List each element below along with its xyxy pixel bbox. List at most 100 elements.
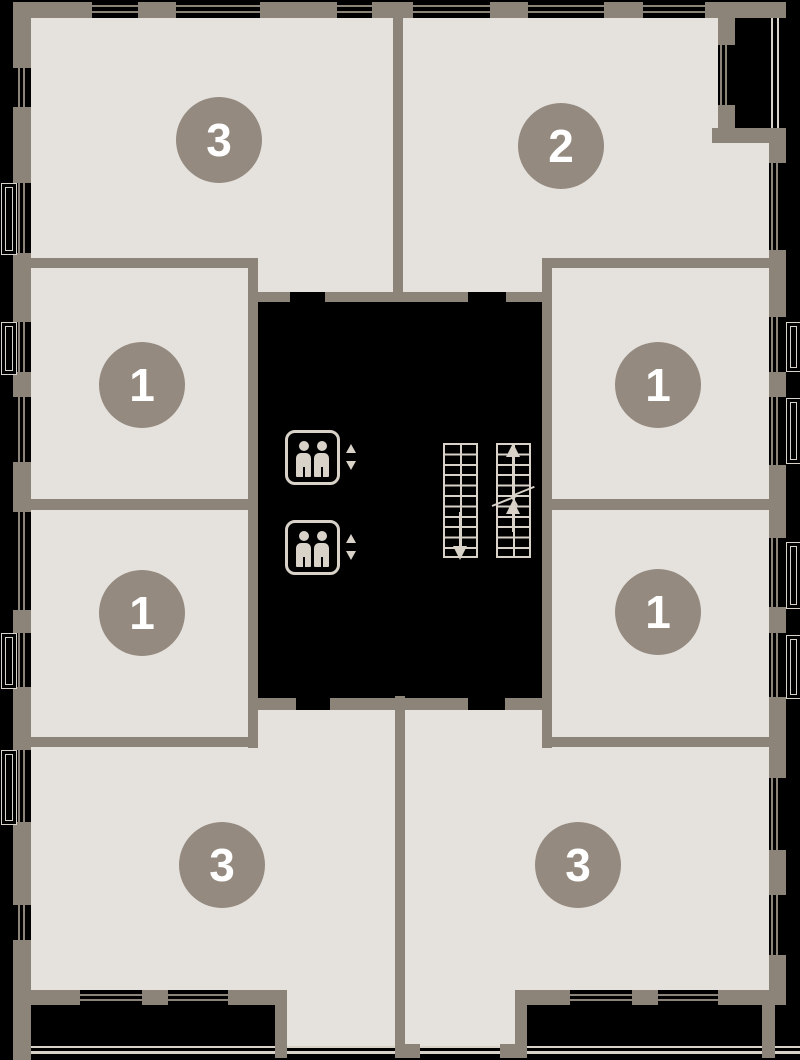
wall-segment — [13, 2, 92, 18]
window-segment — [13, 322, 31, 372]
elevator-icon — [285, 430, 340, 485]
window-segment — [13, 397, 31, 462]
wall-segment — [762, 1005, 775, 1058]
person-icon — [296, 441, 311, 477]
wall-segment — [325, 292, 468, 302]
elevator-up-arrow-icon — [346, 534, 356, 543]
wall-segment — [393, 2, 403, 302]
wall-segment — [769, 143, 786, 163]
balcony — [1, 750, 17, 825]
wall-segment — [515, 990, 570, 1005]
window-segment — [13, 905, 31, 940]
window-segment — [13, 68, 31, 107]
wall-segment — [505, 698, 542, 710]
wall-segment — [718, 105, 735, 128]
window-segment — [528, 2, 604, 18]
terrace-edge-line — [420, 1046, 500, 1054]
window-segment — [643, 2, 705, 18]
wall-segment — [712, 128, 786, 143]
wall-segment — [490, 2, 528, 18]
window-segment — [769, 895, 786, 955]
wall-segment — [13, 822, 31, 905]
person-icon — [314, 531, 329, 567]
wall-segment — [769, 607, 786, 633]
wall-segment — [13, 499, 258, 510]
wall-segment — [769, 850, 786, 895]
wall-segment — [542, 258, 786, 268]
wall-segment — [705, 2, 786, 18]
wall-segment — [13, 610, 31, 633]
window-segment — [176, 2, 260, 18]
core-area — [258, 292, 542, 710]
wall-segment — [542, 737, 786, 747]
wall-segment — [13, 990, 80, 1005]
wall-segment — [13, 687, 31, 750]
window-segment — [658, 990, 718, 1005]
window-segment — [769, 633, 786, 697]
person-icon — [314, 441, 329, 477]
terrace-edge-line — [287, 1046, 395, 1054]
terrace-edge-line — [775, 1046, 800, 1054]
stairs-down-arrow-icon — [459, 512, 461, 548]
window-segment — [337, 2, 372, 18]
wall-segment — [769, 955, 786, 1005]
unit-badge-top-left[interactable]: 3 — [176, 97, 262, 183]
railing-line — [771, 18, 779, 128]
elevator-up-arrow-icon — [346, 444, 356, 453]
wall-segment — [13, 2, 31, 68]
window-segment — [413, 2, 490, 18]
window-segment — [13, 512, 31, 610]
window-segment — [168, 990, 228, 1005]
stairs-up-arrow-icon — [512, 455, 514, 497]
wall-segment — [260, 2, 337, 18]
window-segment — [80, 990, 142, 1005]
wall-segment — [604, 2, 643, 18]
wall-segment — [228, 990, 287, 1005]
stairs-up-arrow-icon — [512, 512, 514, 532]
window-segment — [769, 397, 786, 465]
unit-badge-mid-right-upper[interactable]: 1 — [615, 342, 701, 428]
window-segment — [769, 778, 786, 850]
wall-segment — [13, 258, 258, 268]
wall-segment — [142, 990, 168, 1005]
terrace-edge-line — [31, 1046, 275, 1054]
wall-segment — [13, 737, 258, 747]
wall-segment — [13, 253, 31, 322]
unit-badge-bottom-right[interactable]: 3 — [535, 822, 621, 908]
unit-badge-bottom-left[interactable]: 3 — [179, 822, 265, 908]
unit-badge-mid-left-lower[interactable]: 1 — [99, 570, 185, 656]
stairs-up-arrow-icon — [506, 443, 520, 457]
window-segment — [13, 633, 31, 687]
balcony — [786, 398, 800, 464]
wall-segment — [718, 18, 735, 45]
elevator-icon — [285, 520, 340, 575]
window-segment — [718, 45, 735, 105]
terrace-edge-line — [527, 1046, 762, 1054]
unit-badge-mid-right-lower[interactable]: 1 — [615, 569, 701, 655]
wall-segment — [718, 990, 772, 1005]
wall-segment — [632, 990, 658, 1005]
wall-segment — [542, 499, 786, 510]
elevator-down-arrow-icon — [346, 461, 356, 470]
wall-segment — [769, 372, 786, 397]
wall-segment — [515, 990, 527, 1058]
wall-segment — [258, 292, 290, 302]
balcony — [1, 633, 17, 689]
window-segment — [92, 2, 138, 18]
wall-segment — [395, 696, 405, 1058]
wall-segment — [275, 990, 287, 1058]
window-segment — [769, 163, 786, 250]
window-segment — [570, 990, 632, 1005]
window-segment — [13, 750, 31, 822]
wall-segment — [500, 1044, 527, 1058]
unit-badge-mid-left-upper[interactable]: 1 — [99, 342, 185, 428]
wall-segment — [258, 698, 296, 710]
unit-badge-top-right[interactable]: 2 — [518, 103, 604, 189]
window-segment — [13, 183, 31, 253]
wall-segment — [13, 372, 31, 397]
wall-segment — [506, 292, 542, 302]
person-icon — [296, 531, 311, 567]
wall-segment — [13, 107, 31, 183]
wall-segment — [138, 2, 176, 18]
